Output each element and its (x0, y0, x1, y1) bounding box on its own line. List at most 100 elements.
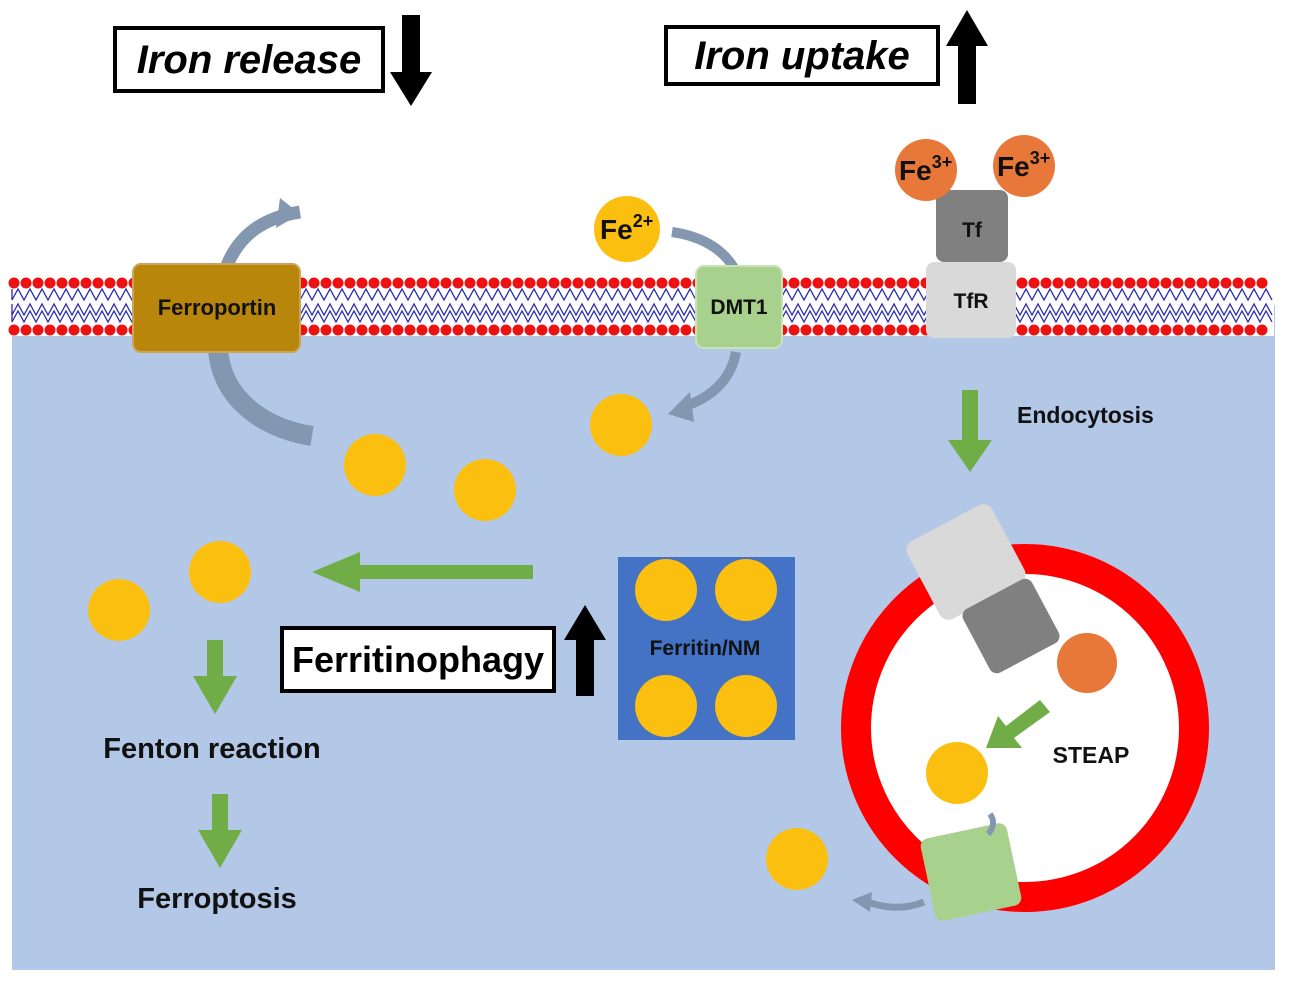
phospholipid-head (1016, 277, 1028, 289)
phospholipid-head (1064, 324, 1076, 336)
phospholipid-head (1076, 324, 1088, 336)
phospholipid-head (428, 324, 440, 336)
phospholipid-head (464, 324, 476, 336)
phospholipid-head (1112, 277, 1124, 289)
phospholipid-head (824, 277, 836, 289)
phospholipid-head (584, 324, 596, 336)
phospholipid-head (656, 277, 668, 289)
phospholipid-head (512, 277, 524, 289)
endosome-transferrin (962, 578, 1060, 674)
phospholipid-head (32, 324, 44, 336)
phospholipid-head (452, 324, 464, 336)
ferric-charge: 3+ (932, 152, 953, 172)
phospholipid-head (788, 277, 800, 289)
phospholipid-head (1220, 277, 1232, 289)
iron-release-heading: Iron release (113, 15, 432, 106)
phospholipid-head (56, 277, 68, 289)
phospholipid-head (1232, 277, 1244, 289)
ferroportin-intake-arrow-icon (208, 348, 314, 446)
phospholipid-head (116, 277, 128, 289)
phospholipid-head (596, 277, 608, 289)
phospholipid-head (1028, 277, 1040, 289)
ferroportin: Ferroportin (132, 263, 301, 353)
iron-ion (715, 559, 777, 621)
fenton-arrow-icon (193, 640, 237, 714)
phospholipid-head (1196, 324, 1208, 336)
phospholipid-head (80, 324, 92, 336)
phospholipid-head (1172, 324, 1184, 336)
phospholipid-head (500, 277, 512, 289)
phospholipid-head (596, 324, 608, 336)
phospholipid-head (548, 277, 560, 289)
phospholipid-head (488, 277, 500, 289)
iron-ion (766, 828, 828, 890)
ferroptosis-label: Ferroptosis (137, 883, 297, 915)
phospholipid-head (80, 277, 92, 289)
ferroptosis-arrow-icon (198, 794, 242, 868)
ferroportin-export-arrowhead-icon (276, 198, 300, 228)
phospholipid-head (1256, 324, 1268, 336)
svg-text:Fe3+: Fe3+ (899, 152, 952, 186)
dmt1: DMT1 (695, 265, 783, 349)
iron-ion (344, 434, 406, 496)
phospholipid-head (512, 324, 524, 336)
phospholipid-head (32, 277, 44, 289)
phospholipid-head (320, 277, 332, 289)
iron-ion (635, 675, 697, 737)
phospholipid-head (620, 277, 632, 289)
phospholipid-head (896, 324, 908, 336)
phospholipid-head (1040, 277, 1052, 289)
phospholipid-head (464, 277, 476, 289)
phospholipid-head (836, 277, 848, 289)
transferrin: Tf (936, 190, 1008, 262)
phospholipid-head (908, 324, 920, 336)
phospholipid-head (68, 277, 80, 289)
phospholipid-head (908, 277, 920, 289)
endosome-release-arrowhead-icon (852, 892, 872, 912)
dmt1-label: DMT1 (710, 296, 767, 319)
ferric-iron-left: Fe3+ (895, 139, 957, 201)
phospholipid-head (1160, 324, 1172, 336)
endosome-receptor (906, 504, 1026, 620)
phospholipid-head (1244, 277, 1256, 289)
phospholipid-head (1184, 277, 1196, 289)
phospholipid-head (632, 277, 644, 289)
up-arrow-icon (564, 605, 606, 696)
phospholipid-head (404, 277, 416, 289)
phospholipid-head (1136, 324, 1148, 336)
phospholipid-head (1136, 277, 1148, 289)
svg-text:Fe3+: Fe3+ (997, 148, 1050, 182)
phospholipid-head (1124, 324, 1136, 336)
phospholipid-head (440, 324, 452, 336)
phospholipid-head (836, 324, 848, 336)
endosome-ferric-iron (1057, 633, 1117, 693)
phospholipid-head (560, 324, 572, 336)
phospholipid-head (1172, 277, 1184, 289)
phospholipid-head (872, 324, 884, 336)
phospholipid-head (488, 324, 500, 336)
phospholipid-head (1232, 324, 1244, 336)
phospholipid-head (20, 277, 32, 289)
up-arrow-icon (946, 10, 988, 104)
phospholipid-head (644, 324, 656, 336)
ferritin-complex: Ferritin/NM (618, 557, 795, 740)
endosome-dmt1 (920, 823, 1022, 921)
phospholipid-head (608, 277, 620, 289)
phospholipid-head (812, 324, 824, 336)
phospholipid-head (1184, 324, 1196, 336)
phospholipid-head (104, 324, 116, 336)
phospholipid-head (332, 324, 344, 336)
down-arrow-icon (390, 15, 432, 106)
fenton-label: Fenton reaction (103, 733, 321, 765)
phospholipid-head (824, 324, 836, 336)
phospholipid-head (44, 324, 56, 336)
phospholipid-head (1196, 277, 1208, 289)
phospholipid-head (428, 277, 440, 289)
phospholipid-head (548, 324, 560, 336)
phospholipid-head (380, 324, 392, 336)
tf-label: Tf (962, 219, 983, 242)
iron-release-text: Iron release (137, 38, 362, 82)
phospholipid-head (1208, 324, 1220, 336)
phospholipid-head (668, 324, 680, 336)
